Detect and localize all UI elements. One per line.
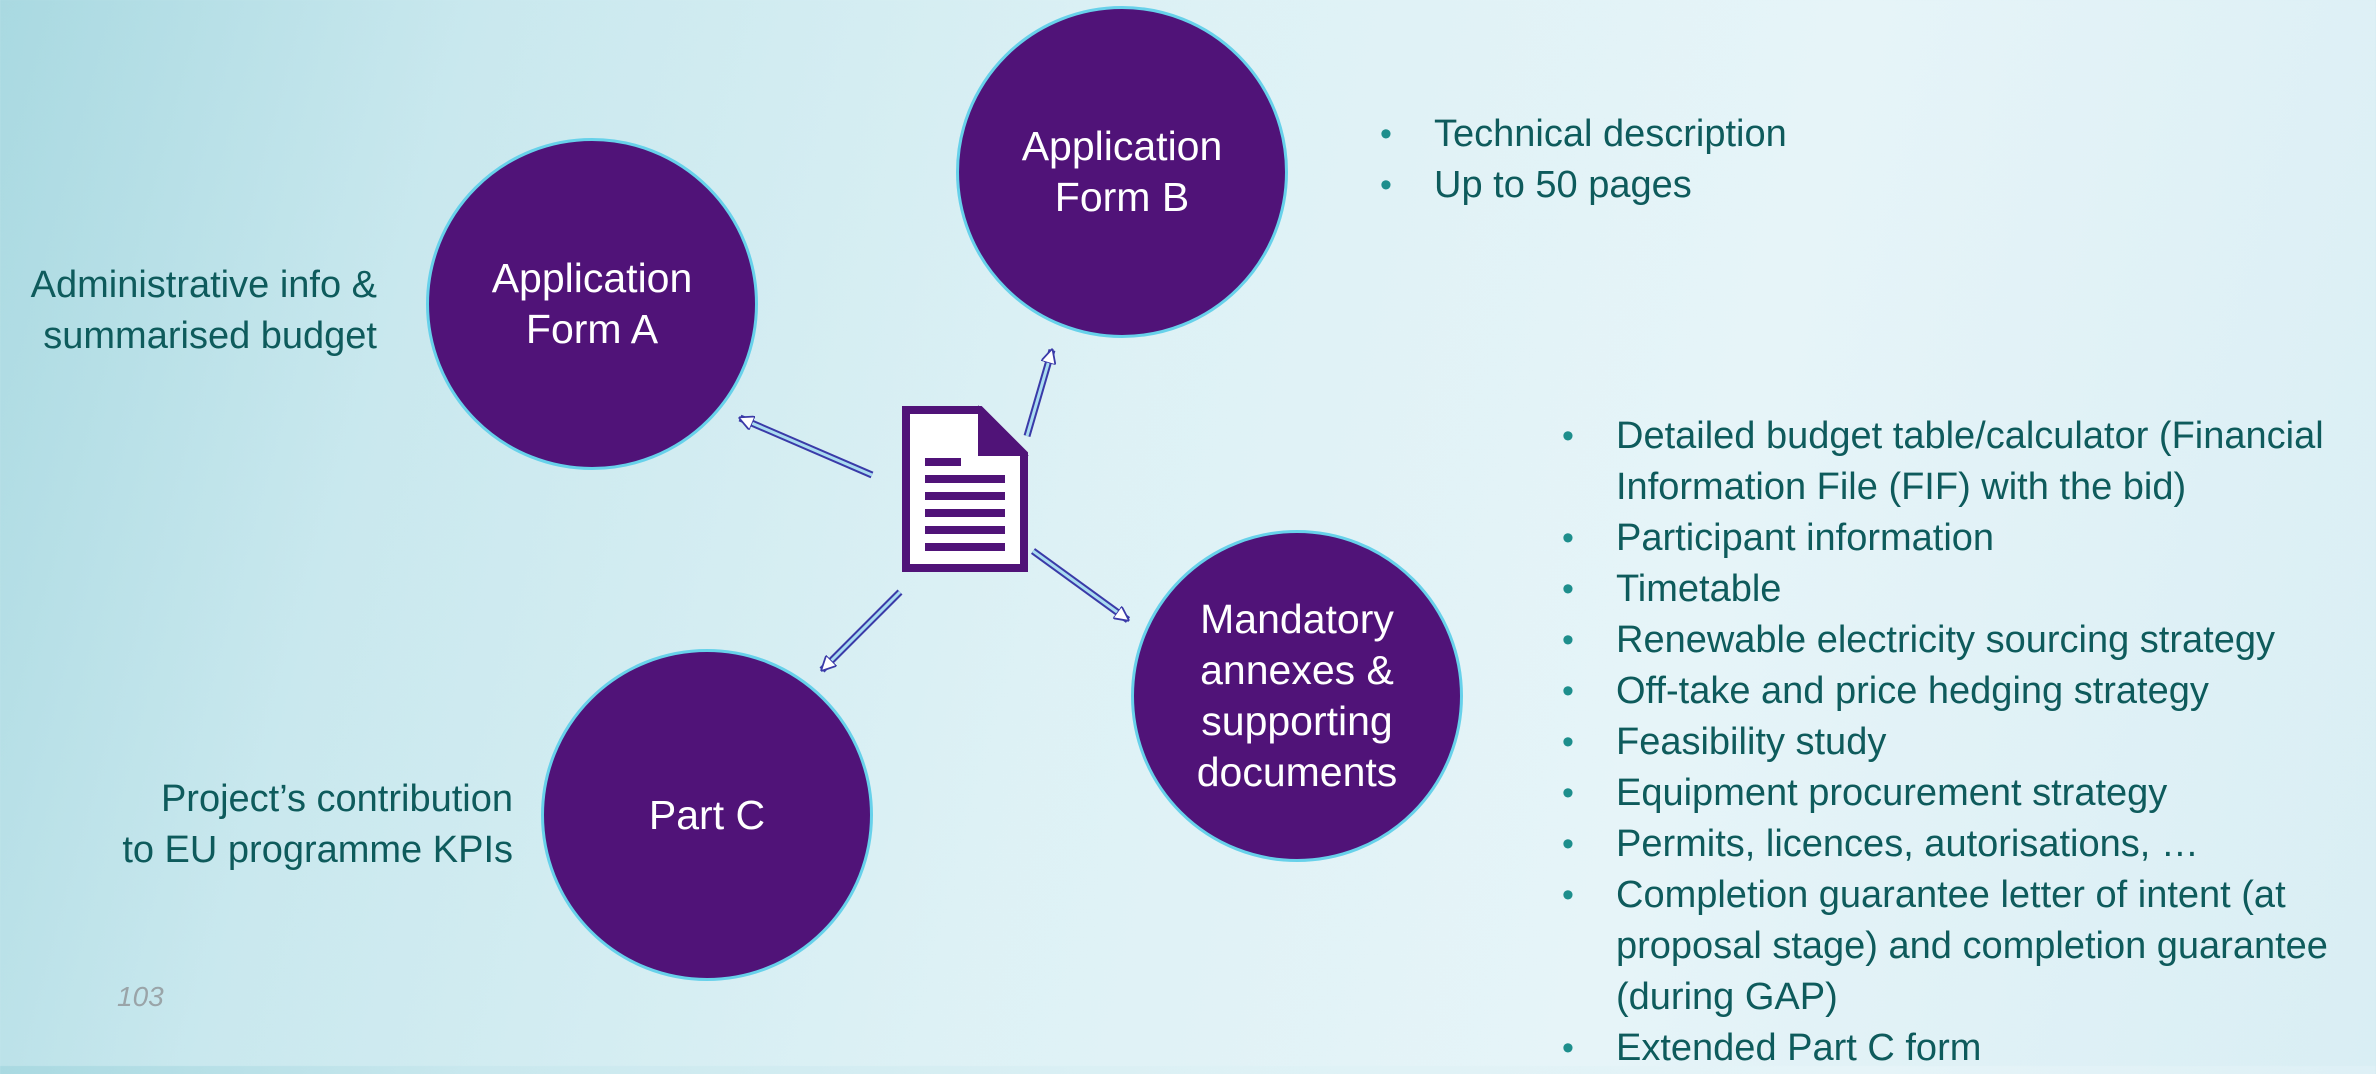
annexes-line-3: supporting: [1201, 698, 1393, 744]
annex-bullet-line: Participant information: [1616, 517, 1995, 559]
annex-bullet-list: Detailed budget table/calculator (Financ…: [1556, 411, 2328, 1074]
annex-bullet-line: Detailed budget table/calculator (Financ…: [1616, 415, 2324, 457]
part-c-description-line-1: Project’s contribution: [160, 778, 513, 820]
annex-bullet-line: Extended Part C form: [1616, 1027, 1982, 1069]
annex-bullet-line: Equipment procurement strategy: [1616, 772, 2168, 814]
page-number: 103: [117, 981, 164, 1012]
annex-bullet: Equipment procurement strategy: [1556, 768, 2328, 819]
application-form-b-circle: Application Form B: [956, 6, 1288, 338]
annex-bullet: Off-take and price hedging strategy: [1556, 666, 2328, 717]
annex-bullet: Permits, licences, autorisations, …: [1556, 819, 2328, 870]
annexes-line-1: Mandatory: [1200, 596, 1394, 642]
annex-bullet-line: Information File (FIF) with the bid): [1616, 466, 2187, 508]
form-b-line-1: Application: [1021, 123, 1223, 169]
annex-bullet: Completion guarantee letter of intent (a…: [1556, 870, 2328, 1023]
annexes-line-4: documents: [1196, 749, 1398, 795]
annex-bullet: Extended Part C form: [1556, 1023, 2328, 1074]
form-b-bullet: Technical description: [1374, 109, 1787, 160]
form-b-line-2: Form B: [1054, 174, 1190, 220]
annex-bullet-line: Completion guarantee letter of intent (a…: [1616, 874, 2286, 916]
annex-bullet-line: proposal stage) and completion guarantee: [1616, 925, 2328, 967]
annex-bullet: Renewable electricity sourcing strategy: [1556, 615, 2328, 666]
form-a-line-2: Form A: [525, 306, 659, 352]
annex-bullet-line: Off-take and price hedging strategy: [1616, 670, 2209, 712]
arrow-to-form-a-icon: [740, 414, 874, 479]
annex-bullet-line: Feasibility study: [1616, 721, 1887, 763]
annex-bullet: Feasibility study: [1556, 717, 2328, 768]
part-c-description: Project’s contribution to EU programme K…: [122, 774, 513, 876]
mandatory-annexes-circle: Mandatory annexes & supporting documents: [1131, 530, 1463, 862]
form-b-bullet: Up to 50 pages: [1374, 160, 1787, 211]
annex-bullet-line: (during GAP): [1616, 976, 1838, 1018]
arrow-to-form-b-icon: [1023, 350, 1052, 437]
form-a-description-line-1: Administrative info &: [30, 264, 377, 306]
document-icon: [902, 405, 1029, 572]
part-c-circle: Part C: [541, 649, 873, 981]
form-a-description: Administrative info & summarised budget: [31, 260, 377, 362]
form-a-line-1: Application: [491, 255, 693, 301]
part-c-description-line-2: to EU programme KPIs: [122, 829, 513, 871]
application-form-a-circle: Application Form A: [426, 138, 758, 470]
annexes-line-2: annexes &: [1200, 647, 1394, 693]
annex-bullet: Participant information: [1556, 513, 2328, 564]
arrow-to-annexes-icon: [1030, 548, 1128, 623]
arrow-to-part-c-icon: [822, 589, 903, 670]
annex-bullet-line: Permits, licences, autorisations, …: [1616, 823, 2199, 865]
annex-bullet: Timetable: [1556, 564, 2328, 615]
form-b-bullet-list: Technical description Up to 50 pages: [1374, 109, 1787, 211]
annex-bullet-line: Renewable electricity sourcing strategy: [1616, 619, 2275, 661]
annex-bullet: Detailed budget table/calculator (Financ…: [1556, 411, 2328, 513]
annex-bullet-line: Timetable: [1616, 568, 1782, 610]
part-c-line-1: Part C: [648, 791, 766, 838]
form-a-description-line-2: summarised budget: [43, 315, 377, 357]
